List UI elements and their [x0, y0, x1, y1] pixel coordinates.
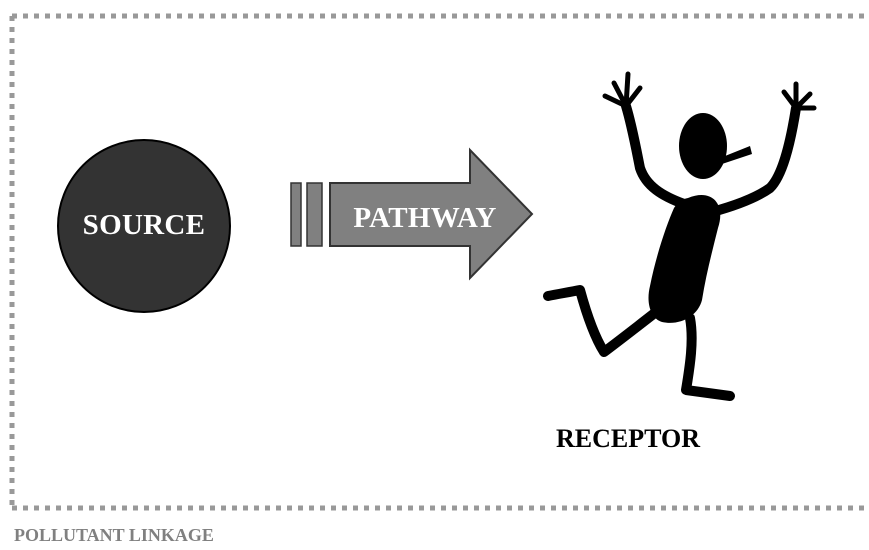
figure-head — [679, 113, 727, 179]
figure-caption: POLLUTANT LINKAGE — [14, 525, 214, 546]
pathway-label: PATHWAY — [336, 202, 514, 235]
pathway-speed-bar — [307, 183, 322, 246]
source-label: SOURCE — [58, 209, 230, 242]
receptor-label: RECEPTOR — [556, 424, 700, 454]
receptor-figure — [548, 74, 814, 396]
pathway-speed-bar — [291, 183, 301, 246]
